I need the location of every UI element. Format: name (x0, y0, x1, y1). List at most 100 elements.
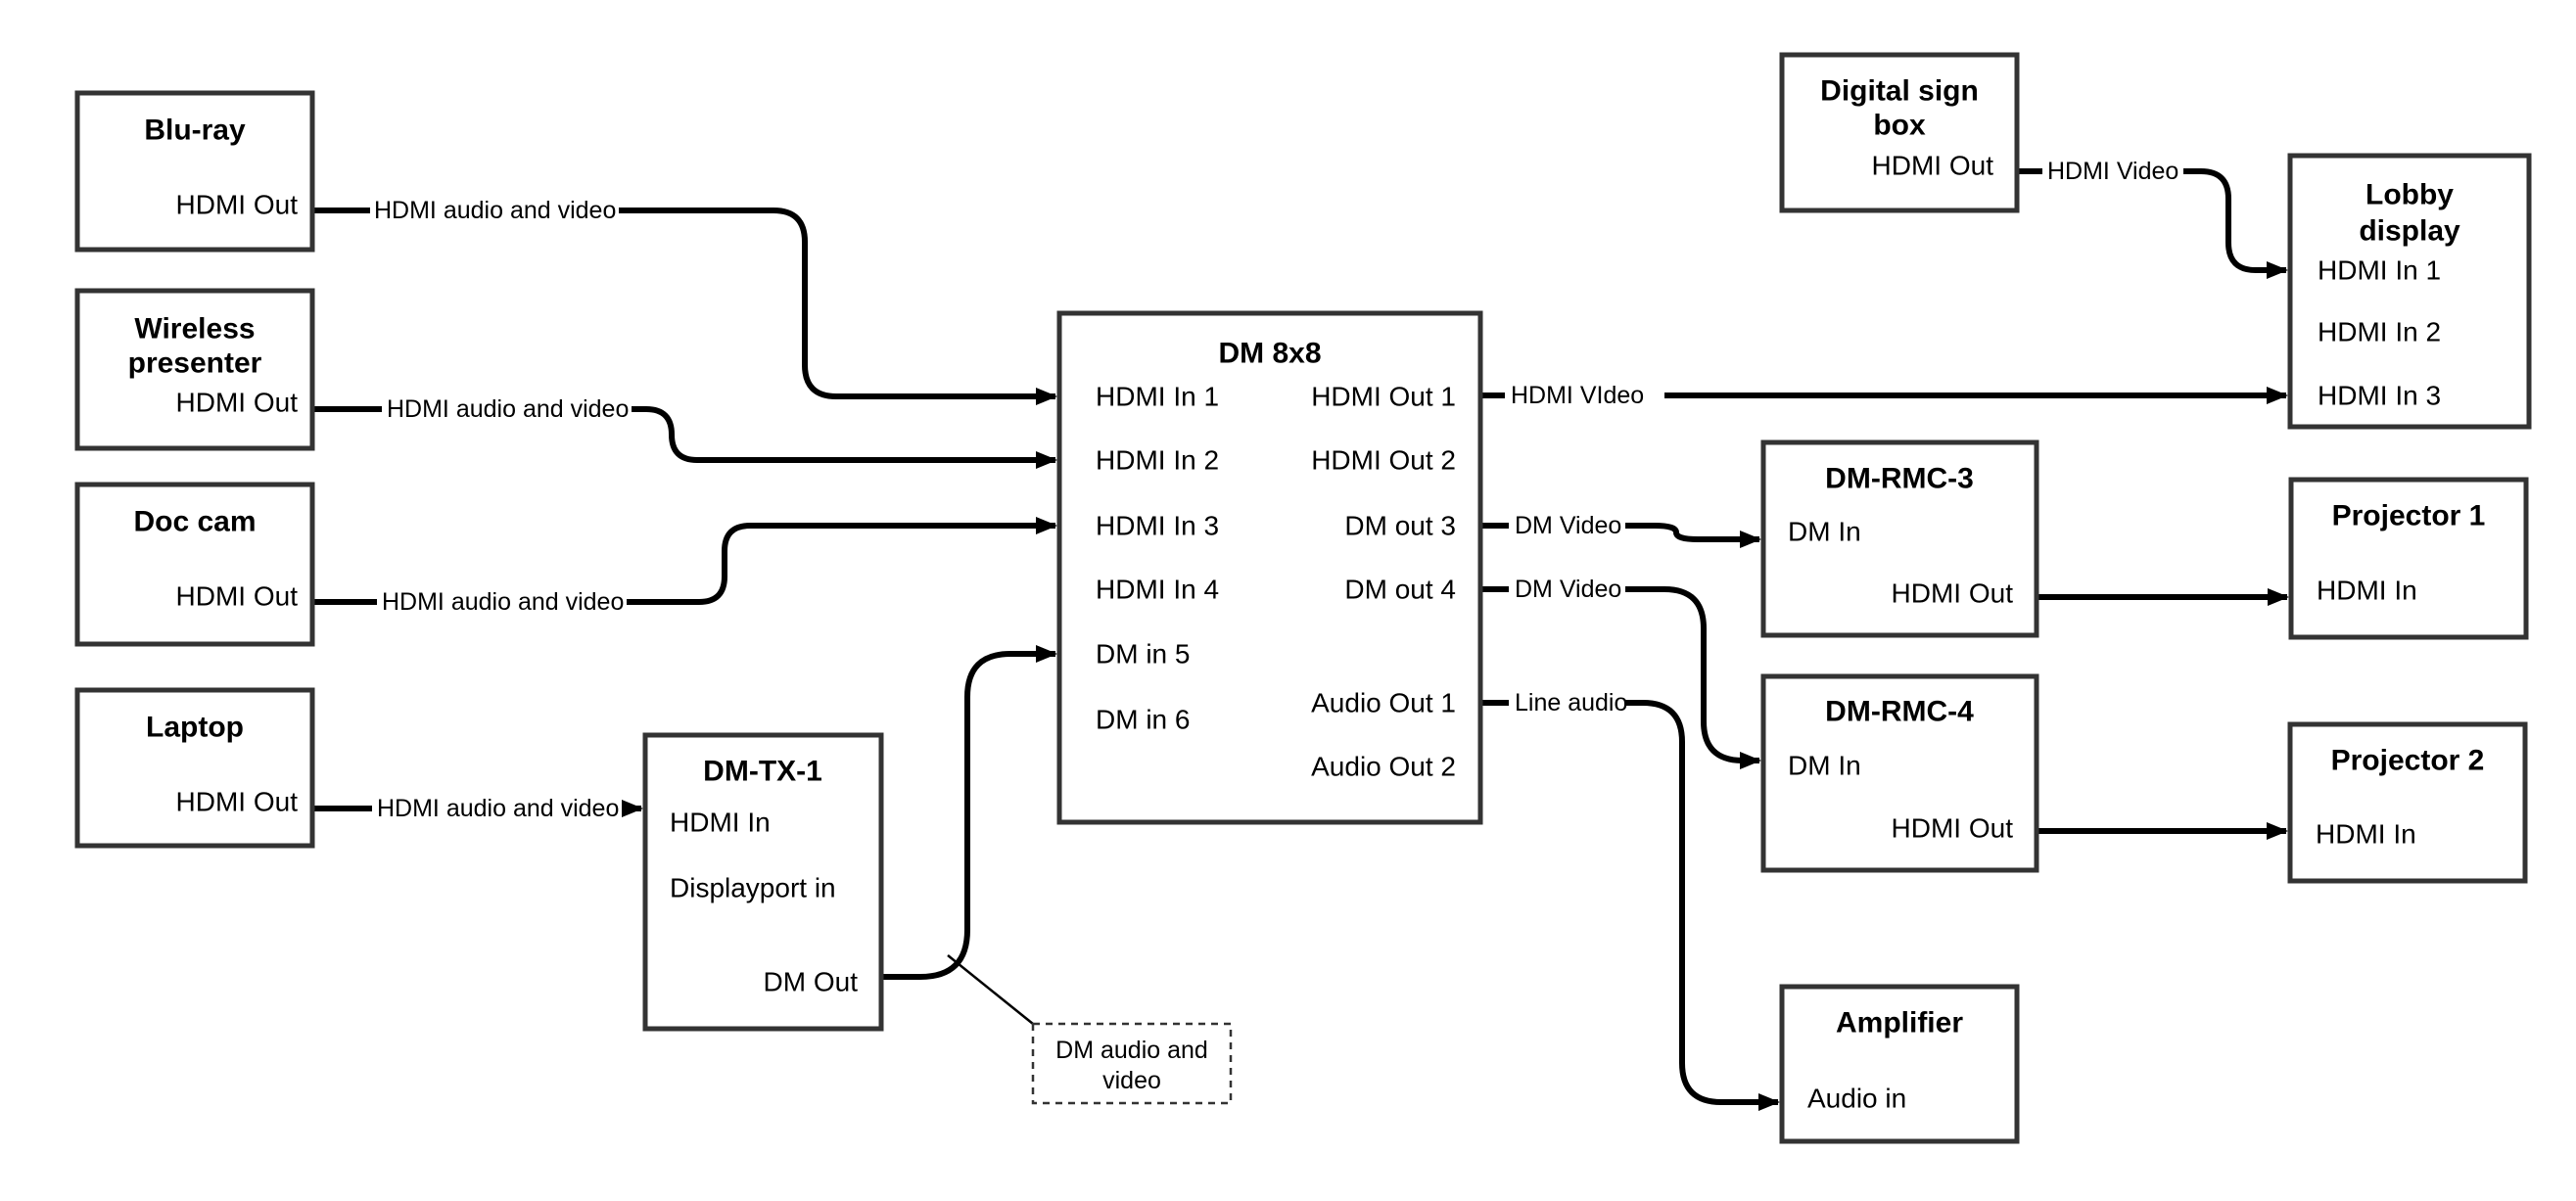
dm-8x8-port-audio-out-2: Audio Out 2 (1311, 752, 1456, 782)
dm-8x8-port-hdmi-out-1: HDMI Out 1 (1311, 382, 1456, 412)
edge-dm8x8-to-lobby: HDMI VIdeo (1480, 382, 2288, 409)
dm-8x8-port-hdmi-in-3: HDMI In 3 (1096, 511, 1219, 541)
edge-label: HDMI VIdeo (1511, 382, 1644, 409)
dm-rmc-3-title: DM-RMC-3 (1825, 463, 1974, 495)
blu-ray-title: Blu-ray (144, 115, 246, 147)
connector-line (632, 406, 1057, 469)
edge-bluray-to-dm8x8: HDMI audio and video (312, 197, 1057, 405)
edge-label: HDMI audio and video (387, 395, 629, 423)
doc-cam-port-hdmi-out: HDMI Out (176, 581, 299, 612)
connector-line (619, 208, 1057, 405)
node-blu-ray: Blu-ray HDMI Out (74, 90, 315, 253)
laptop-box (74, 687, 315, 849)
lobby-display-port-hdmi-in-3: HDMI In 3 (2318, 381, 2441, 411)
dm-8x8-port-dm-in-6: DM in 6 (1096, 705, 1190, 735)
laptop-title: Laptop (146, 712, 244, 744)
dm-8x8-box (1056, 310, 1483, 825)
lobby-display-box (2287, 153, 2532, 430)
node-projector-1: Projector 1 HDMI In (2288, 477, 2529, 640)
node-dm-rmc-3: DM-RMC-3 DM In HDMI Out (1760, 439, 2039, 638)
amplifier-box (1779, 984, 2020, 1144)
node-projector-2: Projector 2 HDMI In (2287, 721, 2528, 884)
amplifier-title: Amplifier (1836, 1007, 1963, 1039)
note-leader-line (947, 954, 1034, 1025)
wireless-presenter-title-line2: presenter (128, 347, 262, 380)
laptop-port-hdmi-out: HDMI Out (176, 787, 299, 817)
projector-2-box (2287, 721, 2528, 884)
node-laptop: Laptop HDMI Out (74, 687, 315, 849)
dm-8x8-port-hdmi-in-4: HDMI In 4 (1096, 575, 1219, 605)
dm-tx-1-port-hdmi-in: HDMI In (670, 808, 771, 838)
wireless-presenter-title-line1: Wireless (134, 313, 255, 346)
node-dm-rmc-4: DM-RMC-4 DM In HDMI Out (1760, 673, 2039, 873)
connector-line (1625, 523, 1761, 548)
edge-dm8x8-to-rmc3: DM Video (1480, 512, 1761, 548)
dm-8x8-port-audio-out-1: Audio Out 1 (1311, 688, 1456, 718)
edge-dm8x8-to-amplifier: Line audio (1480, 689, 1780, 1111)
node-amplifier: Amplifier Audio in (1779, 984, 2020, 1144)
edge-wireless-to-dm8x8: HDMI audio and video (312, 395, 1057, 469)
doc-cam-box (74, 482, 315, 647)
amplifier-port-audio-in: Audio in (1807, 1084, 1906, 1114)
projector-1-port-hdmi-in: HDMI In (2317, 576, 2417, 606)
projector-1-box (2288, 477, 2529, 640)
connector-line (1625, 700, 1780, 1111)
digital-sign-box-title-line2: box (1873, 110, 1926, 142)
dm-tx-1-port-displayport-in: Displayport in (670, 873, 836, 903)
edge-sign-to-lobby: HDMI Video (2017, 158, 2288, 279)
projector-2-port-hdmi-in: HDMI In (2316, 819, 2416, 850)
edge-doccam-to-dm8x8: HDMI audio and video (312, 517, 1057, 616)
edge-label: HDMI audio and video (377, 795, 619, 822)
lobby-display-title-line1: Lobby (2365, 179, 2454, 211)
node-digital-sign-box: Digital sign box HDMI Out (1779, 52, 2020, 213)
dm-rmc-3-port-hdmi-out: HDMI Out (1892, 578, 2014, 609)
dm-8x8-port-dm-out-4: DM out 4 (1344, 575, 1456, 605)
edge-label: DM Video (1515, 512, 1621, 539)
node-dm-8x8: DM 8x8 HDMI In 1 HDMI In 2 HDMI In 3 HDM… (1056, 310, 1483, 825)
edge-laptop-to-dmtx1: HDMI audio and video (312, 795, 643, 822)
node-dm-tx-1: DM-TX-1 HDMI In Displayport in DM Out (642, 732, 884, 1032)
dm-8x8-port-hdmi-out-2: HDMI Out 2 (1311, 445, 1456, 476)
node-wireless-presenter: Wireless presenter HDMI Out (74, 288, 315, 451)
edge-label: HDMI Video (2047, 158, 2178, 185)
connector-line (881, 645, 1057, 980)
digital-sign-box-port-hdmi-out: HDMI Out (1872, 151, 1994, 181)
node-lobby-display: Lobby display HDMI In 1 HDMI In 2 HDMI I… (2287, 153, 2532, 430)
dm-8x8-port-dm-in-5: DM in 5 (1096, 639, 1190, 670)
dm-tx-1-box (642, 732, 884, 1032)
doc-cam-title: Doc cam (133, 506, 256, 538)
wireless-presenter-box (74, 288, 315, 451)
projector-2-title: Projector 2 (2331, 745, 2485, 777)
dm-rmc-3-box (1760, 439, 2039, 638)
note-dm-audio-and-video: DM audio and video (1031, 1022, 1233, 1105)
dm-rmc-4-title: DM-RMC-4 (1825, 696, 1974, 728)
dm-rmc-4-box (1760, 673, 2039, 873)
dm-8x8-port-hdmi-in-2: HDMI In 2 (1096, 445, 1219, 476)
lobby-display-port-hdmi-in-1: HDMI In 1 (2318, 255, 2441, 286)
connector-line (627, 517, 1057, 605)
edge-dm8x8-to-rmc4: DM Video (1480, 576, 1761, 769)
dm-rmc-3-port-dm-in: DM In (1788, 517, 1861, 547)
edge-label: HDMI audio and video (382, 588, 624, 616)
dm-rmc-4-port-hdmi-out: HDMI Out (1892, 813, 2014, 844)
dm-8x8-port-hdmi-in-1: HDMI In 1 (1096, 382, 1219, 412)
dm-8x8-port-dm-out-3: DM out 3 (1344, 511, 1456, 541)
dm-rmc-4-port-dm-in: DM In (1788, 751, 1861, 781)
wireless-presenter-port-hdmi-out: HDMI Out (176, 388, 299, 418)
note-box (1031, 1022, 1233, 1105)
note-text-line2: video (1102, 1067, 1161, 1094)
edge-label: Line audio (1515, 689, 1627, 716)
connector-line (2183, 168, 2288, 279)
projector-1-title: Projector 1 (2332, 500, 2486, 532)
lobby-display-port-hdmi-in-2: HDMI In 2 (2318, 317, 2441, 347)
digital-sign-box-title-line1: Digital sign (1820, 75, 1979, 108)
edge-label: DM Video (1515, 576, 1621, 603)
blu-ray-box (74, 90, 315, 253)
dm-tx-1-port-dm-out: DM Out (764, 967, 859, 997)
node-doc-cam: Doc cam HDMI Out (74, 482, 315, 647)
note-text-line1: DM audio and (1055, 1037, 1208, 1064)
connector-line (1625, 586, 1761, 769)
blu-ray-port-hdmi-out: HDMI Out (176, 190, 299, 220)
